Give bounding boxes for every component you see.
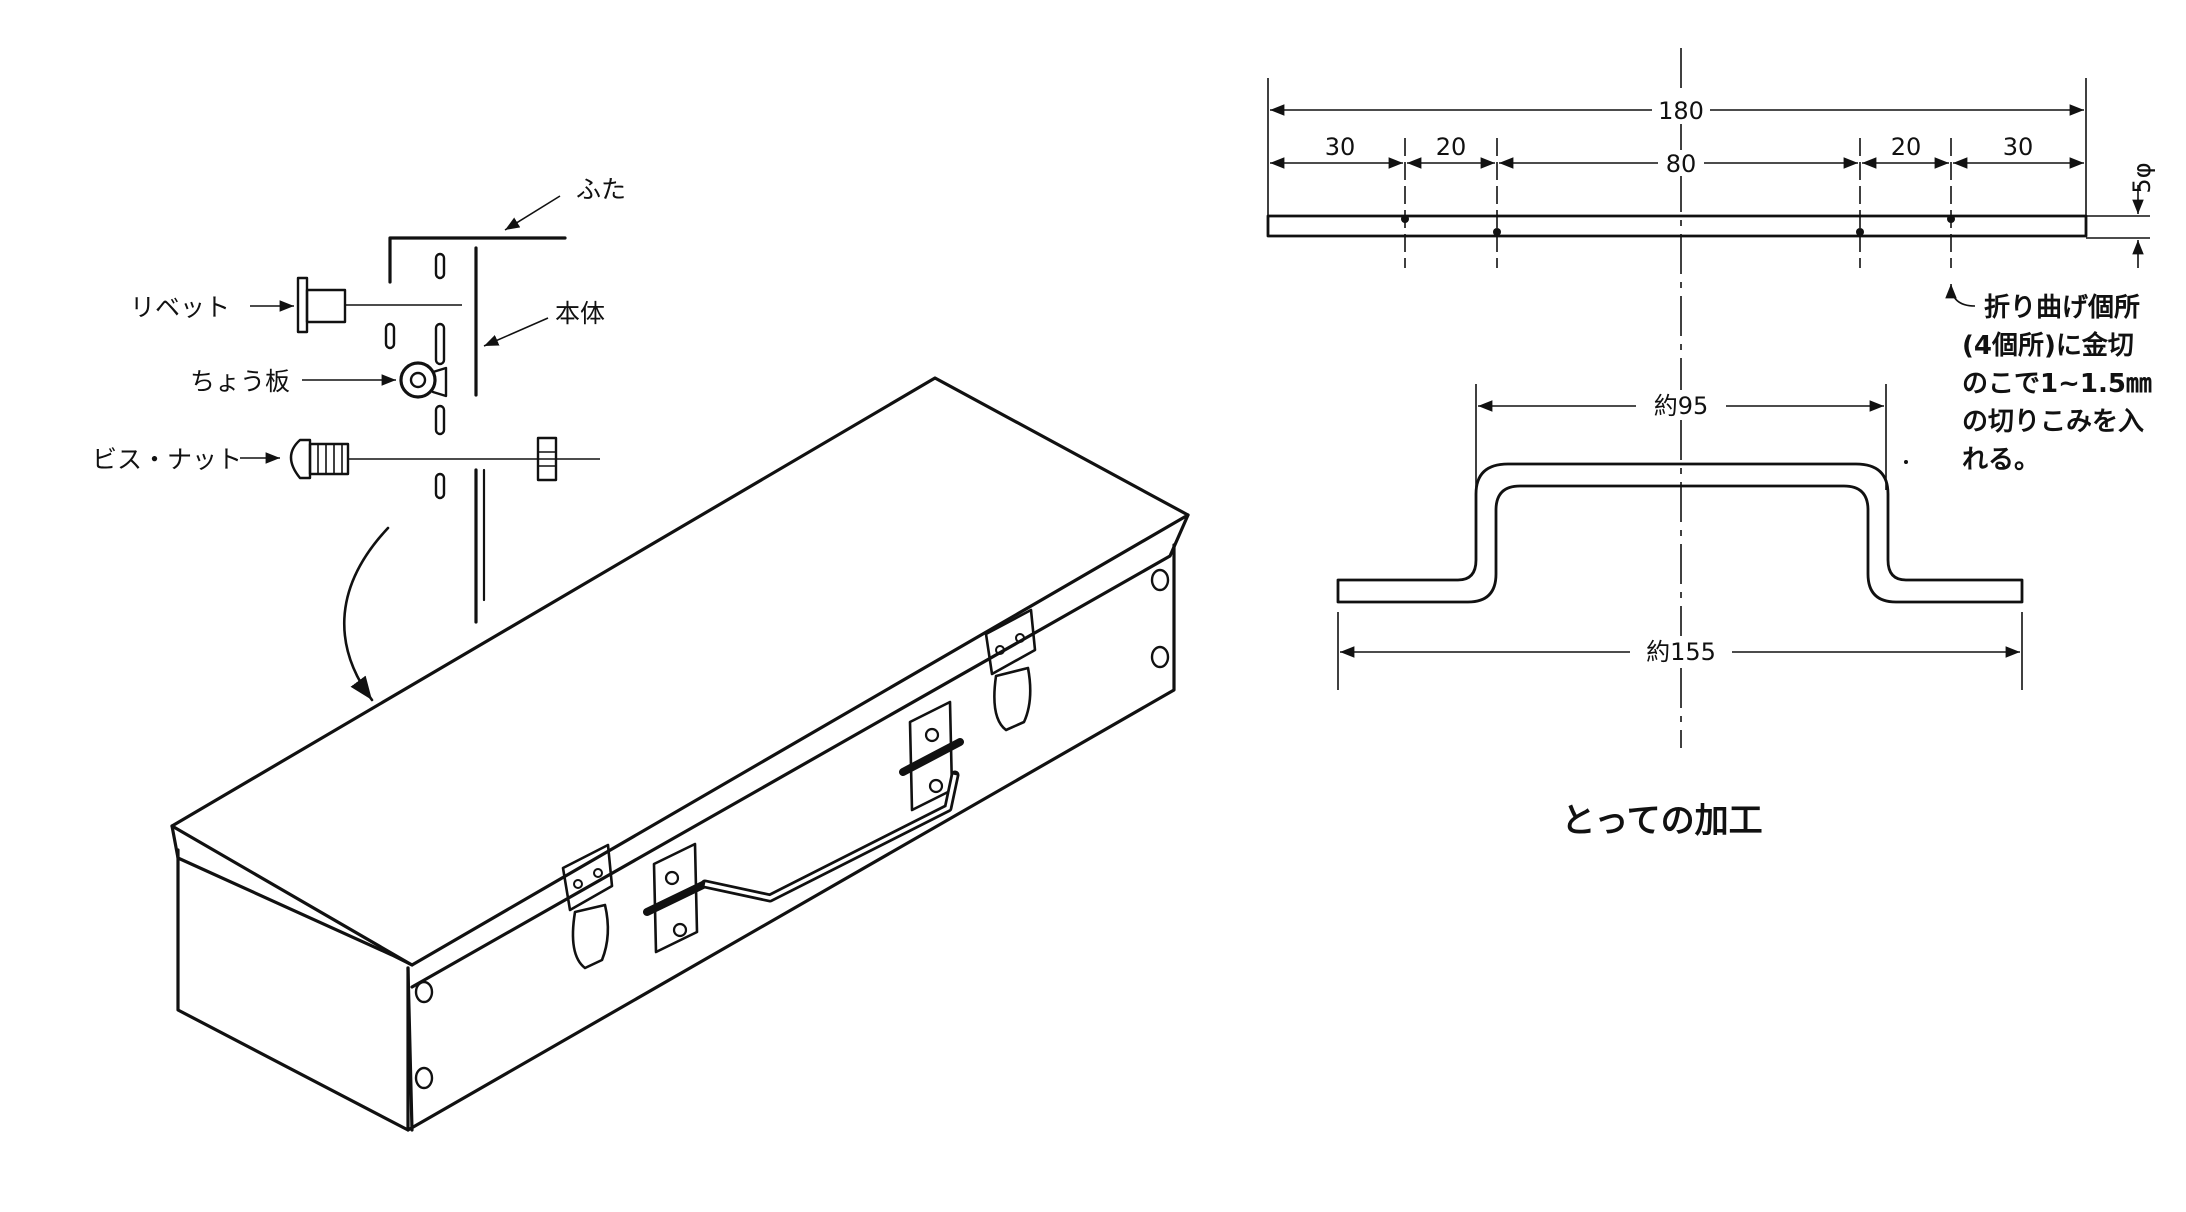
box-handle-inner	[704, 774, 957, 900]
box-side-face	[406, 543, 1176, 1132]
body-leader	[483, 317, 549, 347]
body-label: 本体	[555, 299, 605, 328]
lid-leader	[504, 195, 561, 231]
exploded-assembly-detail: ふた 本体 リベット ちょう板 ビス・ナット	[92, 175, 626, 702]
dim-inner-width: 約95	[1654, 392, 1709, 420]
note-line-4: の切りこみを入	[1962, 407, 2144, 437]
dim-left-outer: 30	[1325, 133, 1356, 161]
rivet-label: リベット	[130, 293, 230, 322]
box-side-edge	[406, 966, 414, 1132]
dim-outer-width: 約155	[1646, 638, 1716, 666]
hinge-plate	[399, 361, 448, 399]
screw-nut-label: ビス・ナット	[92, 445, 242, 474]
box-lid-front-skirt	[170, 824, 414, 967]
bent-rod-outer	[1336, 462, 2024, 604]
dim-center: 80	[1666, 150, 1697, 178]
flat-rod	[1266, 214, 2088, 238]
lid-label: ふた	[576, 175, 626, 204]
note-line-1: 折り曲げ個所	[1984, 293, 2140, 323]
nut-icon	[536, 436, 558, 482]
dim-total: 180	[1658, 97, 1704, 125]
lid-profile	[388, 236, 567, 284]
latch-right	[984, 608, 1037, 732]
box-lid-top	[170, 376, 1190, 967]
dim-right-inner: 20	[1891, 133, 1922, 161]
figure-caption: とっての加工	[1561, 801, 1762, 841]
dim-diameter: 5φ	[2128, 162, 2156, 193]
toolbox-illustration	[170, 376, 1190, 1132]
dim-right-outer: 30	[2003, 133, 2034, 161]
box-rivets	[414, 568, 1170, 1090]
box-front-face	[176, 848, 410, 1132]
hinge-label: ちょう板	[190, 367, 290, 396]
handle-bent-drawing: 約95 約155	[1336, 384, 2024, 690]
handle-bracket-left	[643, 842, 709, 954]
bend-note: 折り曲げ個所 (4個所)に金切 のこで1~1.5㎜ の切りこみを入 れる。	[1962, 293, 2152, 475]
note-line-2: (4個所)に金切	[1962, 330, 2134, 361]
assembly-arrow	[342, 526, 390, 702]
dim-left-inner: 20	[1436, 133, 1467, 161]
lid-slots	[384, 252, 446, 500]
note-line-3: のこで1~1.5㎜	[1962, 369, 2152, 399]
handle-flat-drawing: 180 30 20 80 20 30 5φ 折り曲げ個所 (4個所)に金切 のこ…	[1266, 48, 2156, 748]
box-lid-side-skirt	[410, 513, 1190, 989]
latch-left	[561, 843, 614, 970]
screw-icon	[289, 438, 600, 480]
note-line-5: れる。	[1962, 445, 2040, 475]
rivet-icon	[296, 276, 462, 334]
